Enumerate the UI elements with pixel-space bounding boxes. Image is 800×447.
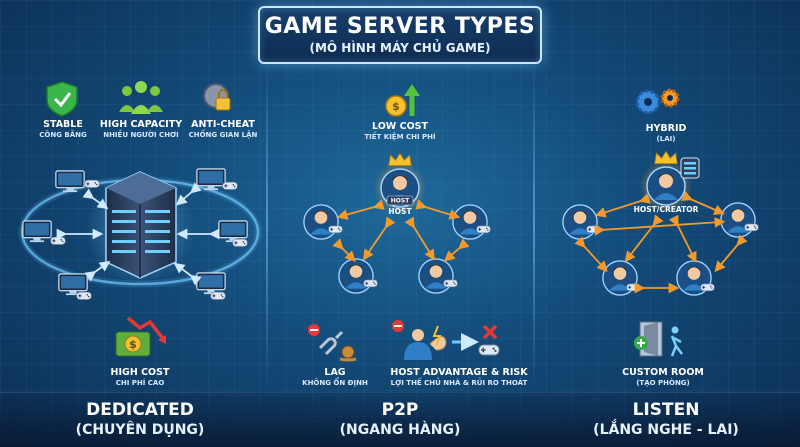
listen-peer-right	[720, 202, 759, 238]
page-subtitle: (MÔ HÌNH MÁY CHỦ GAME)	[309, 41, 491, 55]
money-down-icon: $	[115, 316, 166, 357]
p2p-top-sub: TIẾT KIỆM CHI PHÍ	[364, 132, 436, 141]
listen-hybrid: HYBRID (LAI)	[616, 123, 716, 143]
type-name: LISTEN	[632, 400, 700, 420]
door-exit-icon	[634, 321, 683, 357]
type-name: P2P	[381, 400, 419, 420]
type-name: DEDICATED	[86, 400, 194, 420]
issue-label: LAG	[324, 367, 346, 378]
footer-band	[0, 392, 800, 447]
feature-sub: NHIỀU NGƯỜI CHƠI	[103, 130, 179, 139]
cost-sub: CHI PHÍ CAO	[115, 378, 165, 387]
server-links	[56, 182, 220, 286]
coin-up-icon: $	[385, 84, 420, 117]
feature-stable: STABLE CÔNG BẰNG	[22, 119, 104, 139]
padlock-gear-icon	[203, 83, 231, 111]
feature-sub: CÔNG BẰNG	[39, 130, 87, 139]
cost-label: HIGH COST	[110, 367, 170, 378]
listen-peer-bottom-right	[676, 260, 715, 296]
dedicated-cost: HIGH COST CHI PHÍ CAO	[92, 367, 188, 387]
listen-top-sub: (LAI)	[656, 134, 676, 143]
p2p-issue-lag: LAG KHÔNG ỔN ĐỊNH	[290, 367, 380, 387]
page-title: GAME SERVER TYPES	[264, 14, 536, 39]
p2p-host-avatar	[380, 152, 420, 208]
p2p-issue-host-advantage: HOST ADVANTAGE & RISK LỢI THẾ CHỦ NHÀ & …	[384, 367, 534, 387]
type-name-sub: (CHUYÊN DỤNG)	[75, 422, 205, 438]
issue-sub: KHÔNG ỔN ĐỊNH	[302, 378, 368, 387]
p2p-peer-bottom-right	[418, 258, 458, 294]
footer-dedicated: DEDICATED (CHUYÊN DỤNG)	[10, 400, 270, 438]
host-badge-text: HOST	[391, 198, 410, 205]
feature-label: STABLE	[43, 119, 83, 130]
footer-p2p: P2P (NGANG HÀNG)	[270, 400, 530, 438]
listen-peer-bottom-left	[602, 260, 641, 296]
p2p-host-caption: HOST	[370, 207, 430, 217]
listen-host-avatar	[646, 150, 700, 206]
svg-text:$: $	[392, 100, 400, 113]
type-name-sub: (NGANG HÀNG)	[339, 422, 461, 438]
room-sub: (TẠO PHÒNG)	[636, 378, 690, 387]
p2p-low-cost: LOW COST TIẾT KIỆM CHI PHÍ	[340, 121, 460, 141]
issue-sub: LỢI THẾ CHỦ NHÀ & RỦI RO THOÁT	[390, 378, 528, 387]
footer-listen: LISTEN (LẮNG NGHE - LAI)	[536, 400, 796, 438]
feature-anti-cheat: ANTI-CHEAT CHỐNG GIAN LẬN	[180, 119, 266, 139]
feature-label: ANTI-CHEAT	[191, 119, 255, 130]
column-divider-right	[533, 60, 535, 390]
listen-host-caption: HOST/CREATOR	[620, 205, 712, 215]
client-pc-bottom-right	[196, 272, 226, 300]
svg-text:$: $	[129, 338, 137, 351]
p2p-top-label: LOW COST	[372, 121, 428, 132]
host-label: HOST	[388, 207, 412, 216]
feature-sub: CHỐNG GIAN LẬN	[188, 130, 258, 139]
broken-chain-snail-icon	[308, 324, 357, 362]
column-divider-left	[266, 60, 268, 390]
listen-top-label: HYBRID	[645, 123, 687, 134]
p2p-peer-right	[452, 204, 491, 240]
p2p-peer-left	[303, 204, 343, 240]
listen-custom-room: CUSTOM ROOM (TẠO PHÒNG)	[608, 367, 718, 387]
shield-check-icon	[46, 81, 78, 117]
client-pc-right	[218, 220, 248, 247]
title-panel: GAME SERVER TYPES (MÔ HÌNH MÁY CHỦ GAME)	[258, 6, 542, 64]
gears-icon	[635, 88, 680, 115]
listen-peer-left	[562, 204, 601, 240]
client-pc-left	[22, 220, 66, 245]
p2p-links	[332, 199, 470, 262]
type-name-sub: (LẮNG NGHE - LAI)	[593, 422, 739, 438]
server-rack-icon	[105, 171, 177, 279]
muscle-controller-icon	[392, 320, 500, 360]
room-label: CUSTOM ROOM	[622, 367, 704, 378]
host-creator-label: HOST/CREATOR	[633, 205, 699, 214]
feature-label: HIGH CAPACITY	[99, 119, 183, 130]
listen-links	[574, 190, 748, 294]
crowd-icon	[119, 81, 163, 114]
p2p-peer-bottom-left	[338, 258, 378, 294]
feature-high-capacity: HIGH CAPACITY NHIỀU NGƯỜI CHƠI	[98, 119, 184, 139]
issue-label: HOST ADVANTAGE & RISK	[390, 367, 528, 378]
client-pc-bottom-left	[58, 273, 92, 300]
